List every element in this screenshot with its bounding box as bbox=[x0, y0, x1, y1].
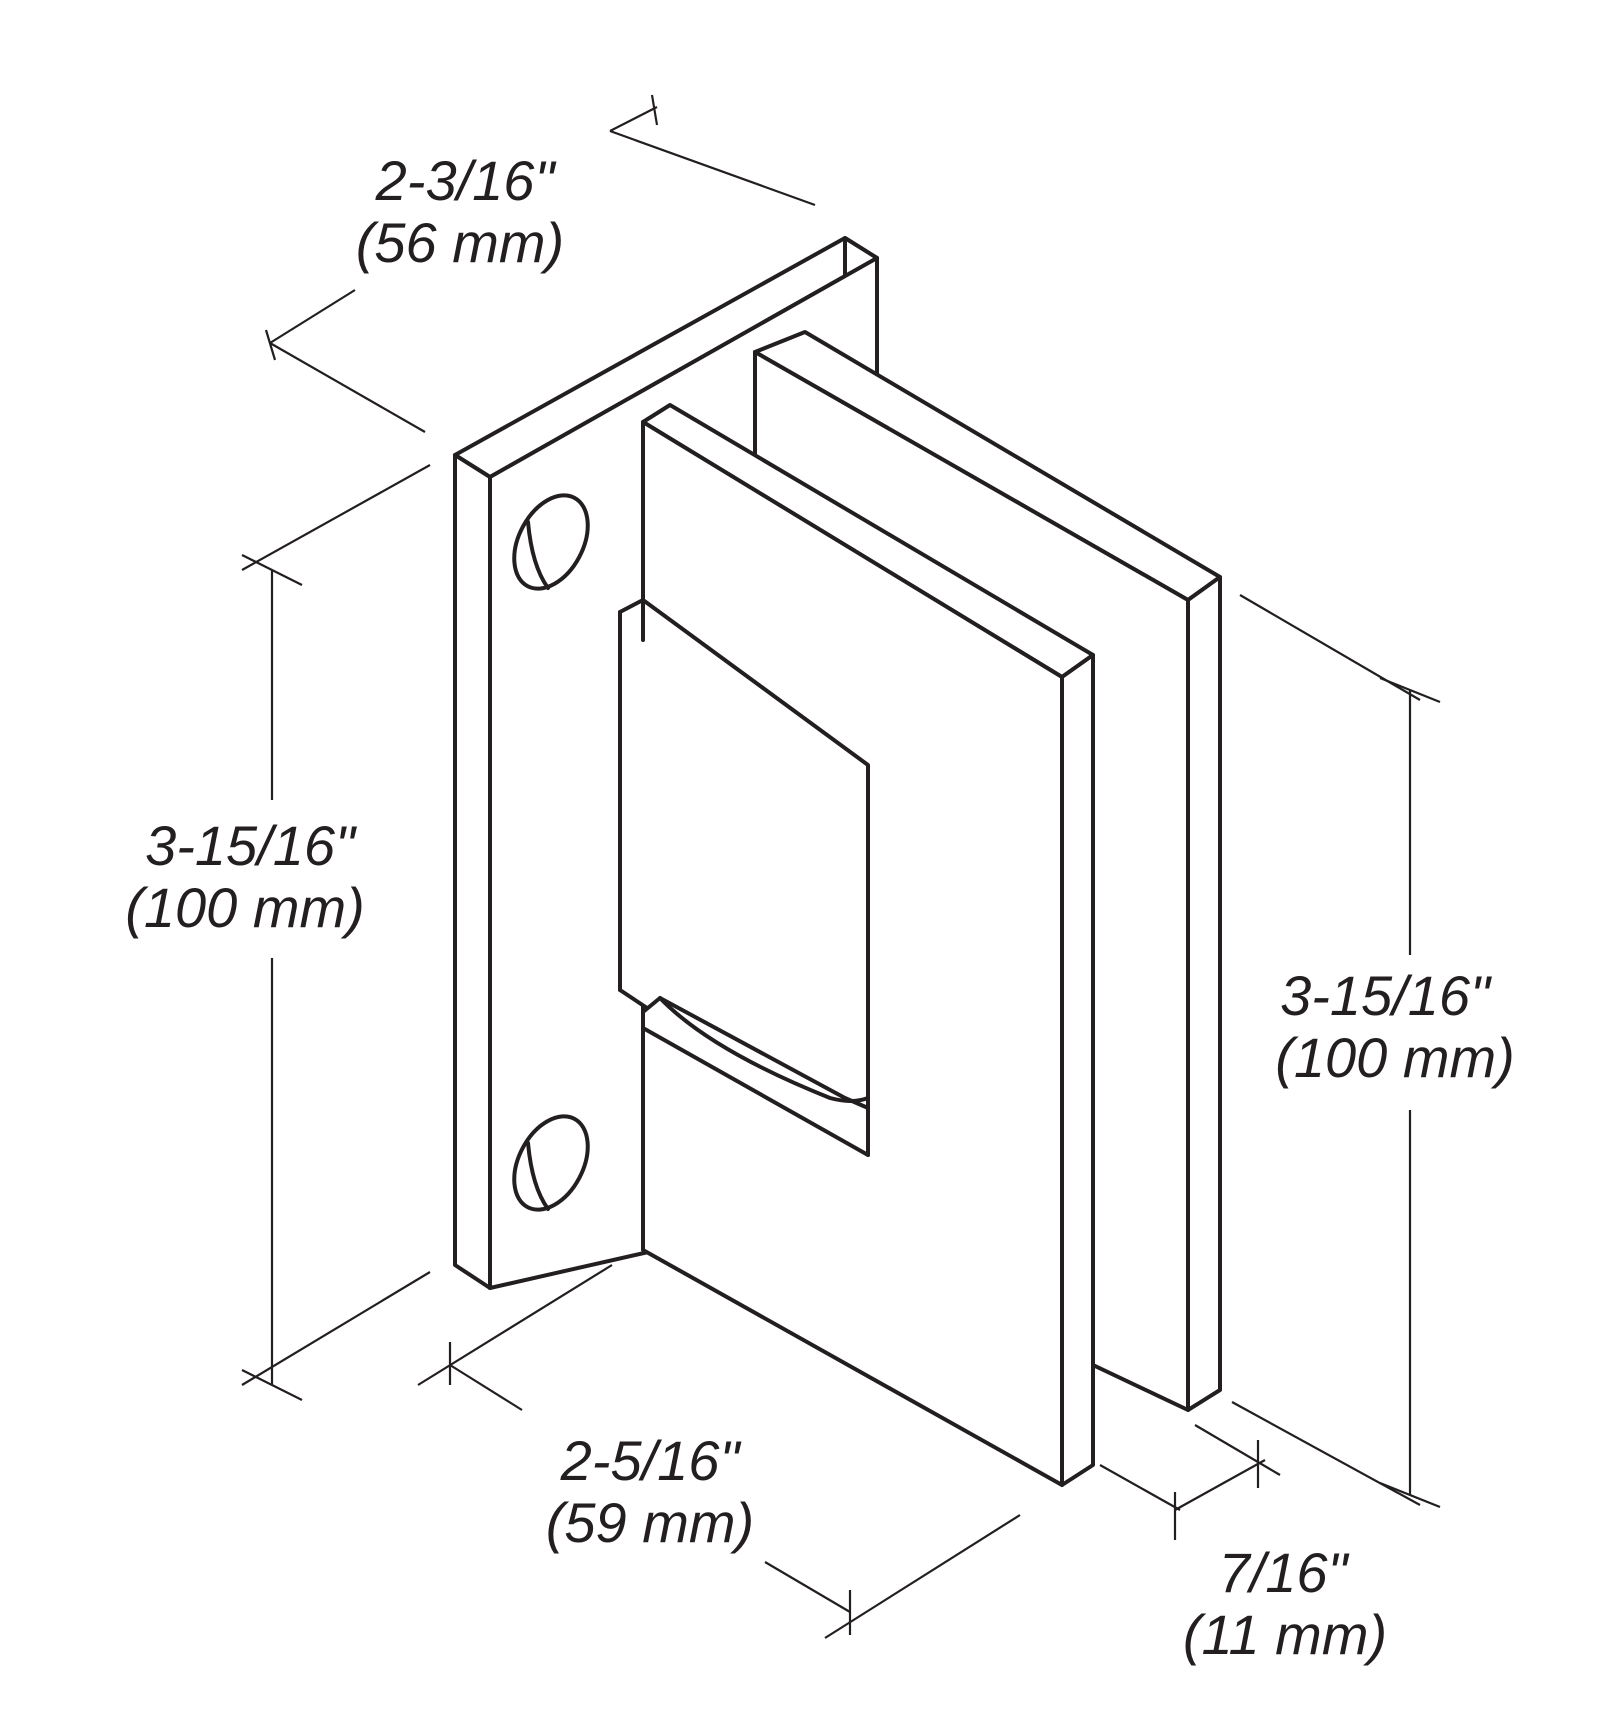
right-height-imperial-label: 3-15/16" bbox=[1280, 964, 1492, 1027]
lower-mounting-hole bbox=[512, 1114, 590, 1212]
hinge-curl bbox=[658, 996, 870, 1103]
rear-plate-side-edge bbox=[1186, 575, 1222, 1412]
right-height-metric-label: (100 mm) bbox=[1275, 1026, 1515, 1089]
thickness-imperial-label: 7/16" bbox=[1219, 1541, 1350, 1604]
top-width-metric-label: (56 mm) bbox=[356, 211, 564, 274]
dimension-thickness: 7/16" (11 mm) bbox=[1099, 1424, 1387, 1666]
dimension-top-width: 2-3/16" (56 mm) bbox=[264, 94, 816, 433]
wall-plate-front-face bbox=[453, 453, 492, 1290]
left-height-metric-label: (100 mm) bbox=[125, 876, 365, 939]
dimension-right-height: 3-15/16" (100 mm) bbox=[1231, 594, 1515, 1509]
thickness-metric-label: (11 mm) bbox=[1183, 1603, 1387, 1666]
top-width-imperial-label: 2-3/16" bbox=[375, 149, 557, 212]
dimension-left-height: 3-15/16" (100 mm) bbox=[125, 464, 431, 1401]
bottom-width-imperial-label: 2-5/16" bbox=[560, 1429, 742, 1492]
left-height-imperial-label: 3-15/16" bbox=[145, 814, 357, 877]
dimension-bottom-width: 2-5/16" (59 mm) bbox=[417, 1264, 1021, 1639]
hinge-body bbox=[618, 598, 870, 1157]
front-plate-side-edge bbox=[1060, 653, 1095, 1487]
bottom-width-metric-label: (59 mm) bbox=[546, 1491, 754, 1554]
upper-mounting-hole bbox=[512, 493, 590, 591]
